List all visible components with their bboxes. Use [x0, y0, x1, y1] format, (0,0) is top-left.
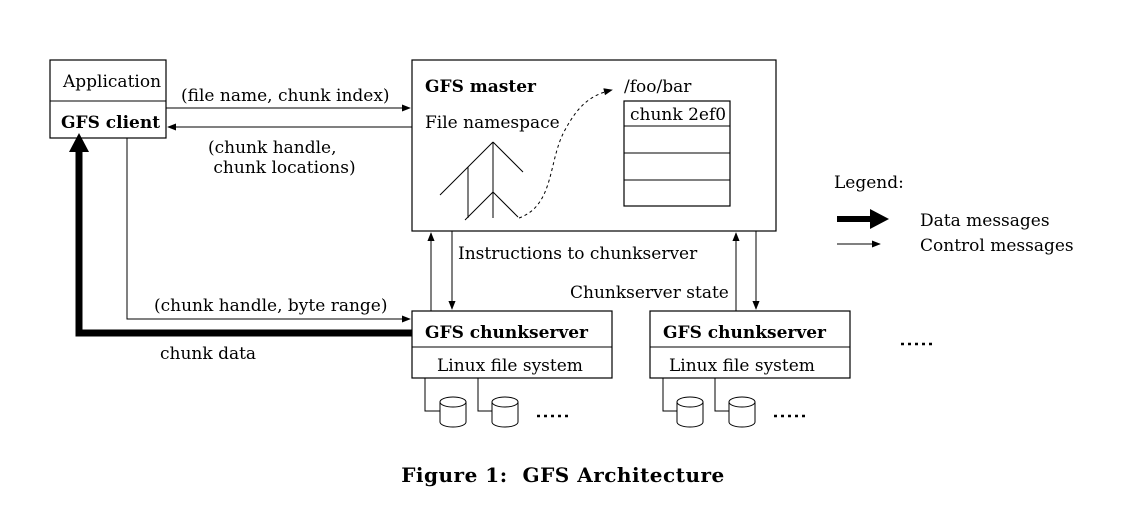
dashed-mapping-arrow [518, 88, 613, 219]
disk-icon [491, 396, 519, 428]
instructions-label: Instructions to chunkserver [458, 244, 698, 264]
chunkserver-state-label: Chunkserver state [570, 283, 729, 303]
master-title: GFS master [425, 77, 537, 97]
chunkserver-1-disks [424, 378, 569, 428]
legend-control-label: Control messages [920, 236, 1074, 256]
chunkserver-2-disks [662, 378, 806, 428]
gfs-client-label: GFS client [61, 113, 160, 133]
figure-caption: Figure 1: GFS Architecture [401, 463, 725, 487]
file-namespace-label: File namespace [425, 113, 560, 133]
client-box: Application GFS client [49, 59, 167, 139]
reply-label-line2: chunk locations) [208, 158, 356, 178]
data-message-arrowhead [870, 209, 889, 229]
chunkserver-2-fs-label: Linux file system [669, 356, 815, 376]
disk-icon [676, 396, 704, 428]
chunkserver-1-fs-label: Linux file system [437, 356, 583, 376]
legend-data-label: Data messages [920, 211, 1050, 231]
chunk-data-arrow [75, 150, 412, 337]
disk-icon [439, 396, 467, 428]
chunkserver-box-1: GFS chunkserver Linux file system [411, 310, 613, 379]
client-to-chunkserver-arrow [126, 138, 411, 323]
reply-label-line1: (chunk handle, [208, 138, 337, 158]
master-box: GFS master File namespace /foo/bar chunk… [411, 59, 777, 232]
chunkserver-1-title: GFS chunkserver [425, 323, 589, 343]
client-to-chunkserver-label: (chunk handle, byte range) [154, 296, 388, 316]
chunkserver-2-title: GFS chunkserver [663, 323, 827, 343]
disk-icon [728, 396, 756, 428]
chunk-id-label: chunk 2ef0 [630, 105, 726, 125]
legend: Legend: Data messages Control messages [834, 173, 1074, 256]
namespace-tree-icon [439, 141, 524, 221]
path-label: /foo/bar [624, 77, 692, 97]
legend-title: Legend: [834, 173, 904, 193]
chunk-table: chunk 2ef0 [623, 100, 731, 207]
request-label: (file name, chunk index) [181, 86, 390, 106]
chunkserver-box-2: GFS chunkserver Linux file system [649, 310, 851, 379]
application-label: Application [62, 72, 161, 92]
chunk-data-label: chunk data [160, 344, 256, 364]
chunk-data-arrowhead [69, 133, 89, 152]
